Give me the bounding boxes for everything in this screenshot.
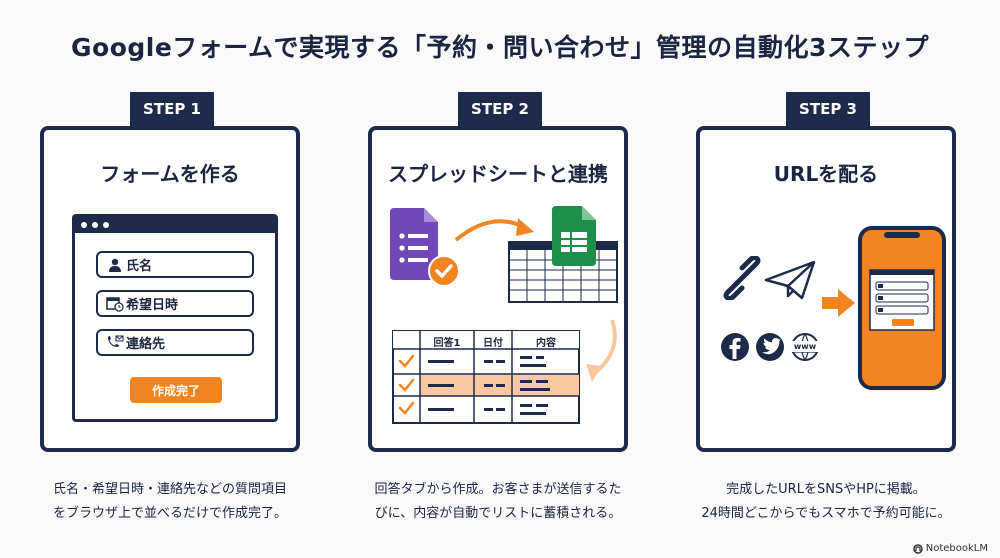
- step1-heading: フォームを作る: [100, 162, 240, 186]
- contact-field: 連絡先: [96, 329, 254, 356]
- www-label: www: [791, 341, 819, 352]
- contact-field-label: 連絡先: [126, 337, 166, 352]
- step2-panel: スプレッドシートと連携: [368, 126, 628, 452]
- step3-tab: STEP 3: [786, 92, 870, 126]
- step1-panel: フォームを作る 氏名 希望日時 連絡先 作成完了: [40, 126, 300, 452]
- facebook-icon: [721, 333, 749, 361]
- form-window-bar: [75, 217, 275, 233]
- curved-arrow-icon: [454, 218, 534, 242]
- table-header-date: 日付: [483, 338, 503, 349]
- window-dot-icon: [81, 222, 87, 228]
- datetime-field-label: 希望日時: [126, 298, 179, 313]
- notebooklm-watermark: NotebookLM: [913, 543, 988, 554]
- table-header-answer: 回答1: [433, 338, 461, 349]
- table-header-content: 内容: [536, 338, 556, 349]
- window-dot-icon: [103, 222, 109, 228]
- down-arrow-icon: [586, 319, 617, 382]
- step3-description: 完成したURLをSNSやHPに掲載。 24時間どこからでもスマホで予約可能に。: [701, 482, 951, 521]
- step1-tab: STEP 1: [130, 92, 214, 126]
- twitter-icon: [756, 333, 784, 361]
- right-arrow-icon: [822, 289, 855, 317]
- create-complete-button[interactable]: 作成完了: [130, 377, 222, 403]
- paper-plane-icon: [764, 260, 816, 300]
- phone-mail-icon: [104, 335, 126, 351]
- name-field-label: 氏名: [126, 259, 153, 274]
- step2-description: 回答タブから作成。お客さまが送信するた びに、内容が自動でリストに蓄積される。: [374, 482, 622, 521]
- notebooklm-logo-icon: [913, 543, 923, 554]
- smartphone-icon: [858, 226, 946, 390]
- form-window: 氏名 希望日時 連絡先 作成完了: [72, 214, 278, 422]
- google-sheets-icon: [552, 206, 596, 266]
- page-title: Googleフォームで実現する「予約・問い合わせ」管理の自動化3ステップ: [71, 33, 929, 62]
- window-dot-icon: [92, 222, 98, 228]
- response-table: [392, 330, 580, 424]
- step1-description: 氏名・希望日時・連絡先などの質問項目 をブラウザ上で並べるだけで作成完了。: [52, 482, 287, 521]
- spreadsheet-grid-icon: [508, 241, 618, 303]
- step2-tab: STEP 2: [458, 92, 542, 126]
- step3-panel: URLを配る www: [696, 126, 956, 452]
- name-field: 氏名: [96, 251, 254, 278]
- footer-label: NotebookLM: [925, 543, 988, 554]
- datetime-field: 希望日時: [96, 290, 254, 317]
- link-icon: [723, 256, 761, 300]
- step3-heading: URLを配る: [773, 162, 879, 186]
- step2-heading: スプレッドシートと連携: [388, 162, 608, 186]
- person-icon: [104, 258, 126, 272]
- google-forms-icon: [390, 208, 460, 287]
- calendar-clock-icon: [104, 296, 126, 312]
